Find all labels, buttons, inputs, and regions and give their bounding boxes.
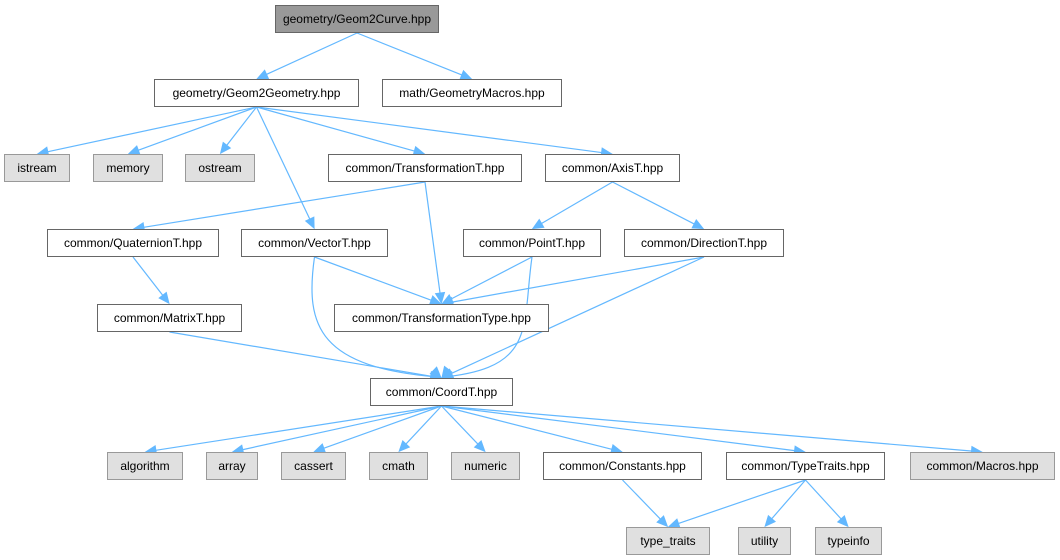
- edge-typetraits-to-typeinfo: [805, 479, 843, 521]
- arrowhead-constants-to-type_traits: [656, 515, 669, 528]
- edge-typetraits-to-utility: [770, 479, 806, 520]
- node-utility[interactable]: utility: [738, 527, 791, 555]
- node-geom2geometry[interactable]: geometry/Geom2Geometry.hpp: [154, 79, 359, 107]
- edge-coordt-to-algorithm: [154, 405, 442, 452]
- arrowhead-axist-to-directiont: [691, 219, 705, 230]
- edge-geom2geometry-to-vectort: [255, 106, 311, 221]
- edge-quaterniont-to-matrixt: [132, 256, 164, 297]
- arrowhead-root-to-geometrymacros: [459, 69, 473, 80]
- edge-coordt-to-macros: [441, 405, 973, 452]
- edge-coordt-to-numeric: [441, 405, 480, 446]
- node-geom2curve[interactable]: geometry/Geom2Curve.hpp: [275, 5, 439, 33]
- edge-vectort-to-coordt: [311, 256, 441, 378]
- edge-directiont-to-coordt: [450, 256, 705, 375]
- arrowhead-coordt-to-numeric: [473, 440, 486, 453]
- edge-coordt-to-constants: [441, 405, 613, 451]
- edge-axist-to-pointt: [540, 181, 613, 225]
- node-geometry-macros[interactable]: math/GeometryMacros.hpp: [382, 79, 562, 107]
- node-transformationt[interactable]: common/TransformationT.hpp: [328, 154, 522, 182]
- edge-coordt-to-cmath: [404, 405, 442, 446]
- arrowhead-typetraits-to-utility: [764, 514, 777, 528]
- node-pointt[interactable]: common/PointT.hpp: [463, 229, 601, 257]
- arrowhead-directiont-to-coordt: [441, 368, 455, 379]
- edge-typetraits-to-type_traits: [677, 479, 806, 525]
- node-quaterniont[interactable]: common/QuaternionT.hpp: [47, 229, 219, 257]
- edge-constants-to-type_traits: [622, 479, 662, 521]
- node-numeric[interactable]: numeric: [451, 452, 520, 480]
- arrowhead-root-to-geom2geometry: [256, 69, 270, 80]
- edge-vectort-to-transformationtype: [314, 256, 433, 302]
- edge-root-to-geom2geometry: [265, 32, 358, 76]
- node-typeinfo[interactable]: typeinfo: [815, 527, 882, 555]
- edge-coordt-to-array: [241, 405, 442, 451]
- arrowhead-coordt-to-cmath: [398, 439, 411, 453]
- edge-matrixt-to-coordt: [169, 331, 432, 377]
- node-constants[interactable]: common/Constants.hpp: [543, 452, 702, 480]
- node-algorithm[interactable]: algorithm: [107, 452, 183, 480]
- node-directiont[interactable]: common/DirectionT.hpp: [624, 229, 784, 257]
- node-cassert[interactable]: cassert: [281, 452, 346, 480]
- node-cmath[interactable]: cmath: [369, 452, 428, 480]
- node-memory[interactable]: memory: [93, 154, 163, 182]
- node-matrixt[interactable]: common/MatrixT.hpp: [97, 304, 242, 332]
- edge-coordt-to-cassert: [322, 405, 442, 450]
- node-vectort[interactable]: common/VectorT.hpp: [241, 229, 388, 257]
- edge-axist-to-directiont: [612, 181, 696, 225]
- arrowhead-typetraits-to-typeinfo: [836, 514, 849, 528]
- edge-coordt-to-typetraits: [441, 405, 796, 452]
- node-axist[interactable]: common/AxisT.hpp: [545, 154, 680, 182]
- edge-root-to-geometrymacros: [356, 32, 463, 76]
- edge-transformationt-to-transformationtype: [424, 181, 441, 295]
- edge-pointt-to-coordt: [442, 256, 533, 378]
- edge-geom2geometry-to-axist: [256, 106, 603, 154]
- node-ostream[interactable]: ostream: [185, 154, 255, 182]
- node-typetraits[interactable]: common/TypeTraits.hpp: [726, 452, 885, 480]
- node-istream[interactable]: istream: [4, 154, 70, 182]
- node-coordt[interactable]: common/CoordT.hpp: [370, 378, 513, 406]
- edge-geom2geometry-to-istream: [46, 106, 257, 153]
- edge-geom2geometry-to-memory: [137, 106, 257, 152]
- edge-geom2geometry-to-ostream: [225, 106, 257, 147]
- edge-geom2geometry-to-transformationt: [256, 106, 416, 152]
- edge-pointt-to-transformationtype: [450, 256, 533, 300]
- edge-directiont-to-transformationtype: [451, 256, 705, 303]
- node-type-traits[interactable]: type_traits: [626, 527, 710, 555]
- edge-transformationt-to-quaterniont: [142, 181, 426, 229]
- arrowhead-quaterniont-to-matrixt: [158, 291, 170, 305]
- arrowhead-geom2geometry-to-vectort: [304, 216, 315, 230]
- arrowhead-geom2geometry-to-ostream: [219, 141, 232, 155]
- arrowhead-axist-to-pointt: [531, 218, 545, 230]
- node-macros[interactable]: common/Macros.hpp: [910, 452, 1055, 480]
- arrowhead-transformationt-to-transformationtype: [434, 291, 446, 305]
- node-transformationtype[interactable]: common/TransformationType.hpp: [334, 304, 549, 332]
- node-array[interactable]: array: [206, 452, 258, 480]
